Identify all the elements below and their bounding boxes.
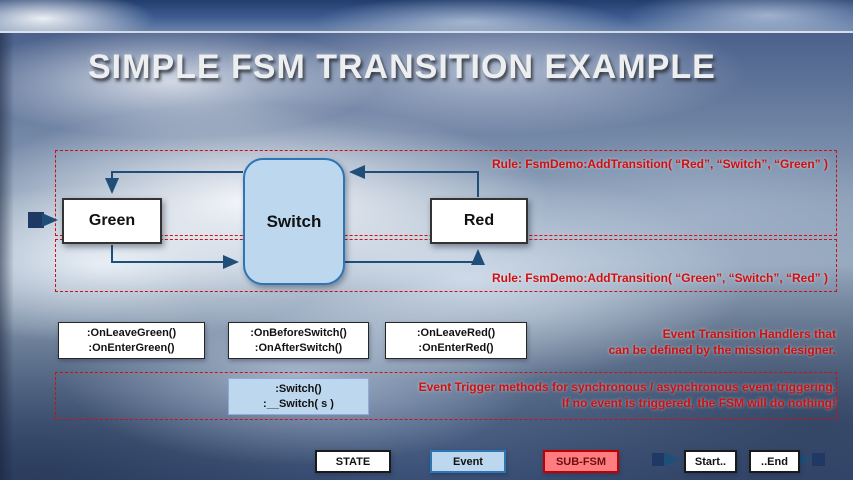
legend-end-square-icon (812, 453, 825, 466)
trigger-line: :__Switch( s ) (263, 397, 334, 410)
handler-line: :OnAfterSwitch() (254, 341, 343, 354)
trigger-line: :Switch() (275, 382, 322, 395)
handlers-switch-box: :OnBeforeSwitch() :OnAfterSwitch() (228, 322, 369, 359)
event-node-switch: Switch (243, 158, 345, 285)
note-line: Event Trigger methods for synchronous / … (418, 380, 836, 394)
fsm-start-marker (28, 212, 44, 228)
rule-outline-bottom: Rule: FsmDemo:AddTransition( “Green”, “S… (55, 239, 837, 292)
handler-line: :OnEnterRed() (418, 341, 494, 354)
note-line: Event Transition Handlers that (662, 327, 836, 341)
trigger-note: Event Trigger methods for synchronous / … (419, 379, 836, 411)
legend-start-square-icon (652, 453, 665, 466)
handler-line: :OnEnterGreen() (88, 341, 175, 354)
state-node-green: Green (62, 198, 162, 244)
handler-line: :OnBeforeSwitch() (250, 326, 347, 339)
legend-state: STATE (315, 450, 391, 473)
sky-band (0, 0, 853, 33)
page-title: SIMPLE FSM TRANSITION EXAMPLE (88, 48, 716, 86)
rule-text-bottom: Rule: FsmDemo:AddTransition( “Green”, “S… (491, 271, 828, 285)
trigger-outline (55, 372, 837, 420)
trigger-methods-box: :Switch() :__Switch( s ) (228, 378, 369, 415)
legend-end: ..End (749, 450, 800, 473)
legend-event: Event (430, 450, 506, 473)
handlers-note: Event Transition Handlers that can be de… (609, 326, 836, 358)
handler-line: :OnLeaveGreen() (86, 326, 177, 339)
note-line: can be defined by the mission designer. (608, 343, 836, 357)
handlers-green-box: :OnLeaveGreen() :OnEnterGreen() (58, 322, 205, 359)
state-node-red: Red (430, 198, 528, 244)
rule-text-top: Rule: FsmDemo:AddTransition( “Red”, “Swi… (491, 157, 828, 171)
handler-line: :OnLeaveRed() (416, 326, 496, 339)
handlers-red-box: :OnLeaveRed() :OnEnterRed() (385, 322, 527, 359)
legend-subfsm: SUB-FSM (543, 450, 619, 473)
note-line: If no event is triggered, the FSM will d… (562, 396, 836, 410)
legend-start: Start.. (684, 450, 737, 473)
